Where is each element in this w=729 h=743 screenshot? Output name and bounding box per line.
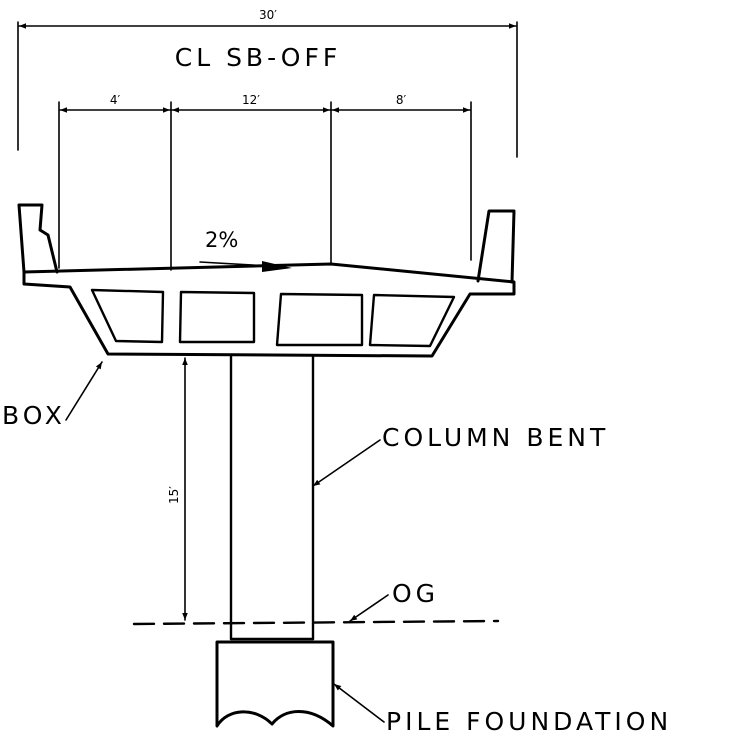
column-label: COLUMN BENT (382, 423, 609, 452)
middle-dimension-label: 12′ (242, 93, 260, 107)
box-cell-3 (275, 292, 364, 347)
overall-dimension-label: 30′ (259, 8, 277, 22)
box-cell-4 (368, 293, 456, 348)
box-cells (90, 288, 456, 348)
right-dimension-label: 8′ (396, 93, 407, 107)
deck-slab (22, 262, 516, 358)
column (229, 354, 315, 641)
ground-leader (349, 594, 389, 622)
pile-foundation (215, 640, 335, 728)
ground-line (132, 619, 500, 626)
slope-label: 2% (205, 228, 238, 252)
pile-leader (333, 683, 385, 723)
column-leader (312, 439, 381, 487)
height-dimension-label: 15′ (167, 486, 181, 504)
left-dimension-label: 4′ (110, 93, 121, 107)
box-cell-1 (90, 288, 165, 344)
right-barrier (476, 209, 516, 284)
box-label: BOX (2, 401, 66, 430)
title-label: CL SB-OFF (175, 43, 342, 72)
overall-dimension (17, 21, 518, 158)
lane-dimensions (58, 101, 472, 271)
ground-label: OG (392, 579, 439, 608)
box-cell-2 (178, 290, 256, 344)
pile-label: PILE FOUNDATION (386, 707, 672, 736)
left-barrier (17, 203, 59, 274)
box-leader (65, 361, 103, 421)
